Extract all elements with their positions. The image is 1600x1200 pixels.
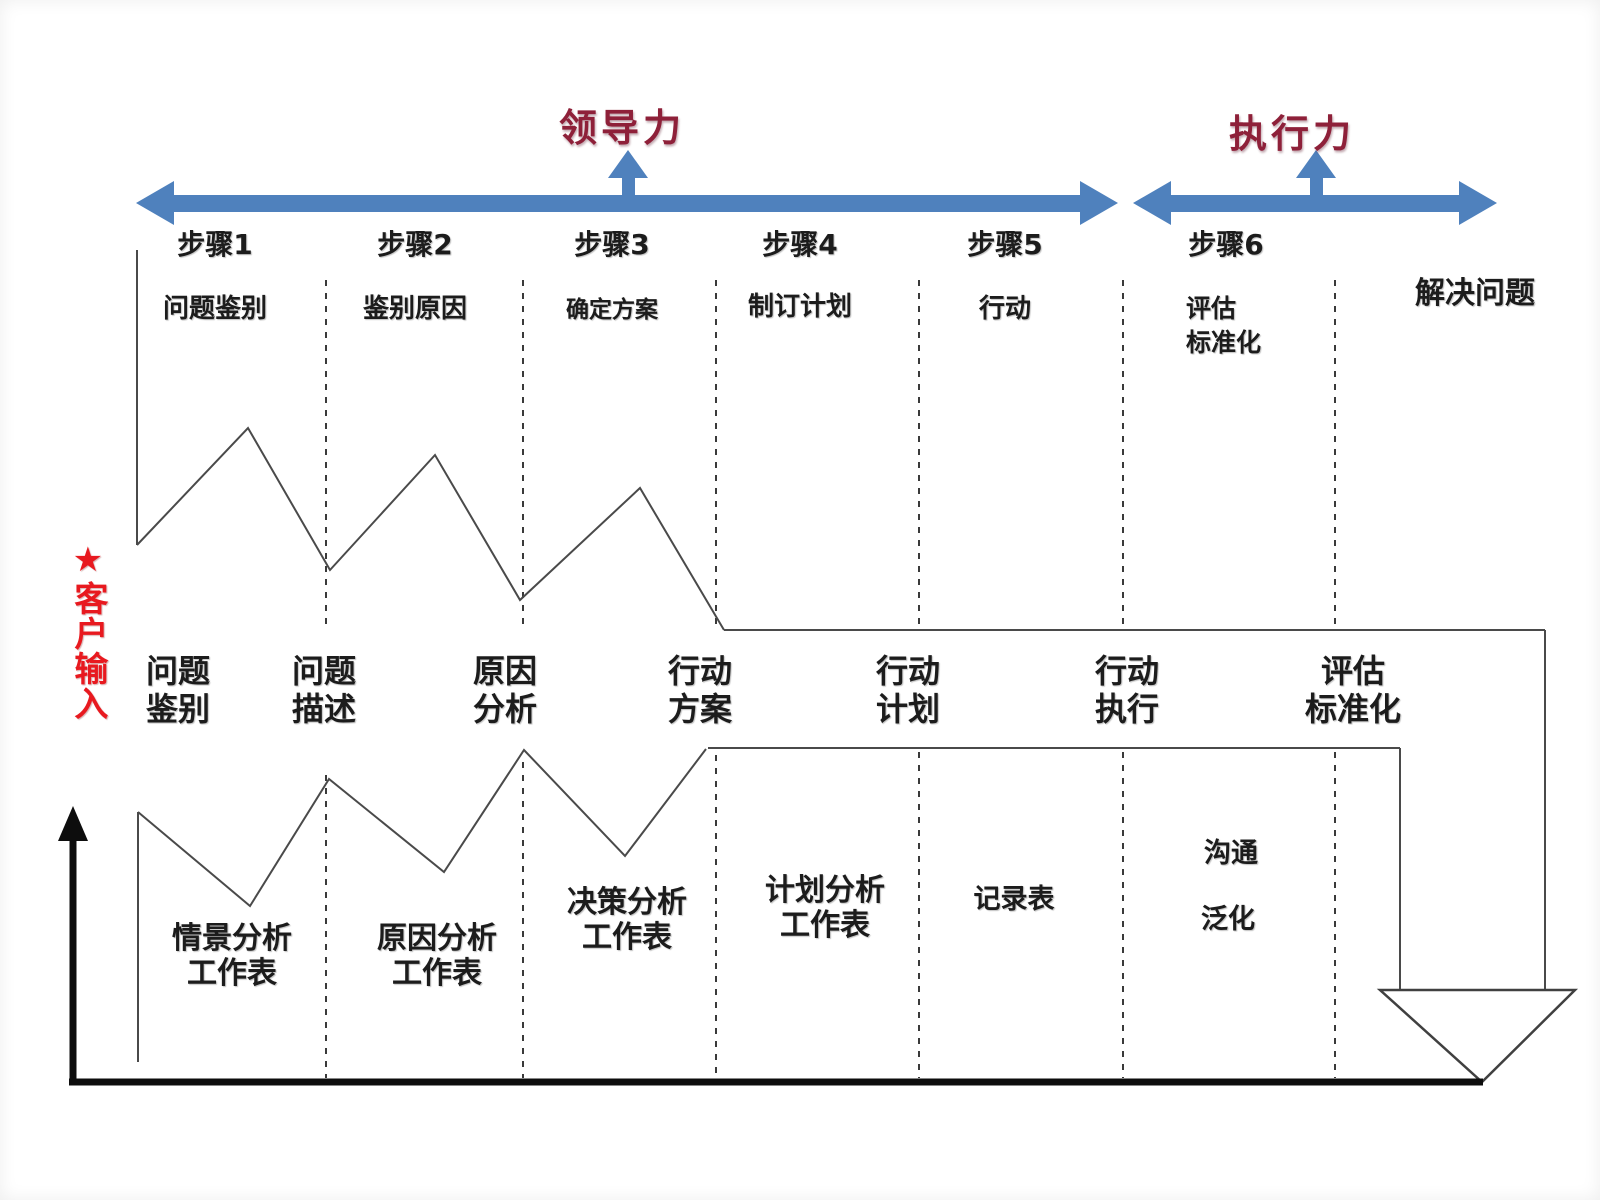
step-1-sub-label: 问题鉴别: [162, 294, 268, 324]
tool-situation-analysis-worksheet: 情景分析 工作表: [172, 921, 292, 991]
leadership-span-arrow-icon: [136, 181, 1118, 225]
tool-line: 工作表: [392, 955, 482, 991]
leadership-pointer-arrow-icon: [608, 150, 648, 196]
process-item-line: 评估: [1320, 652, 1386, 690]
tool-line: 情景分析: [172, 921, 292, 956]
step-3-sub-label: 确定方案: [566, 297, 658, 323]
tool-line: 计划分析: [765, 873, 885, 908]
execution-pointer-arrow-icon: [1296, 150, 1336, 196]
solve-problem-label: 解决问题: [1415, 276, 1535, 311]
process-item-problem-identify: 问题 鉴别: [146, 652, 210, 729]
process-item-problem-describe: 问题 描述: [292, 652, 356, 729]
process-item-line: 原因: [472, 652, 538, 690]
column-divider-dashed-upper: [325, 280, 1336, 628]
process-item-cause-analysis: 原因 分析: [473, 652, 537, 729]
tool-line: 决策分析: [567, 885, 687, 920]
tool-record-sheet: 记录表: [973, 884, 1055, 915]
leadership-title: 领导力: [558, 106, 686, 150]
step-3-label: 步骤3: [574, 228, 650, 261]
process-item-line: 行动: [1094, 652, 1160, 690]
tool-communication-label: 沟通: [1204, 838, 1258, 869]
tool-plan-analysis-worksheet: 计划分析 工作表: [765, 873, 885, 943]
upper-zigzag-line: [136, 426, 725, 631]
process-item-line: 鉴别: [145, 690, 211, 729]
column-divider-dashed-lower: [325, 752, 1336, 1078]
process-item-line: 分析: [472, 690, 538, 729]
step-1-label: 步骤1: [177, 228, 253, 261]
tool-line: 原因分析: [377, 921, 497, 956]
tool-line: 工作表: [187, 955, 277, 991]
process-item-line: 标准化: [1304, 690, 1402, 729]
process-item-evaluate-standardize: 评估 标准化: [1305, 652, 1401, 729]
process-item-line: 行动: [875, 652, 941, 690]
axis-up-arrow-icon: [58, 806, 88, 841]
process-item-line: 问题: [145, 652, 211, 690]
step-6-sub-line1: 评估: [1186, 294, 1237, 323]
tool-cause-analysis-worksheet: 原因分析 工作表: [377, 921, 497, 991]
process-item-line: 问题: [291, 652, 357, 690]
execution-span-arrow-icon: [1133, 181, 1497, 225]
step-6-sub-label: 评估 标准化: [1186, 292, 1261, 360]
lower-zigzag-line: [137, 748, 707, 908]
process-item-line: 描述: [291, 690, 357, 729]
flow-down-arrow-icon: [1376, 988, 1579, 1084]
step-4-label: 步骤4: [762, 228, 838, 261]
tool-line: 工作表: [582, 919, 672, 955]
process-item-line: 方案: [667, 690, 733, 729]
step-5-sub-label: 行动: [978, 294, 1032, 324]
step-4-sub-label: 制订计划: [747, 292, 853, 322]
step-2-label: 步骤2: [377, 228, 453, 261]
process-item-action-schedule: 行动 计划: [876, 652, 940, 729]
process-item-line: 行动: [667, 652, 733, 690]
execution-title: 执行力: [1228, 112, 1356, 156]
process-item-line: 执行: [1094, 690, 1160, 729]
process-item-action-plan-option: 行动 方案: [668, 652, 732, 729]
process-item-action-execute: 行动 执行: [1095, 652, 1159, 729]
process-item-line: 计划: [875, 690, 941, 729]
step-5-label: 步骤5: [967, 228, 1043, 261]
step-6-label: 步骤6: [1188, 228, 1264, 261]
tool-generalization-label: 泛化: [1201, 904, 1255, 935]
customer-input-note: ★客户输入: [67, 540, 108, 721]
step-6-sub-line2: 标准化: [1186, 327, 1262, 357]
tool-line: 工作表: [780, 907, 870, 943]
step-2-sub-label: 鉴别原因: [362, 294, 468, 324]
tool-decision-analysis-worksheet: 决策分析 工作表: [567, 885, 687, 955]
